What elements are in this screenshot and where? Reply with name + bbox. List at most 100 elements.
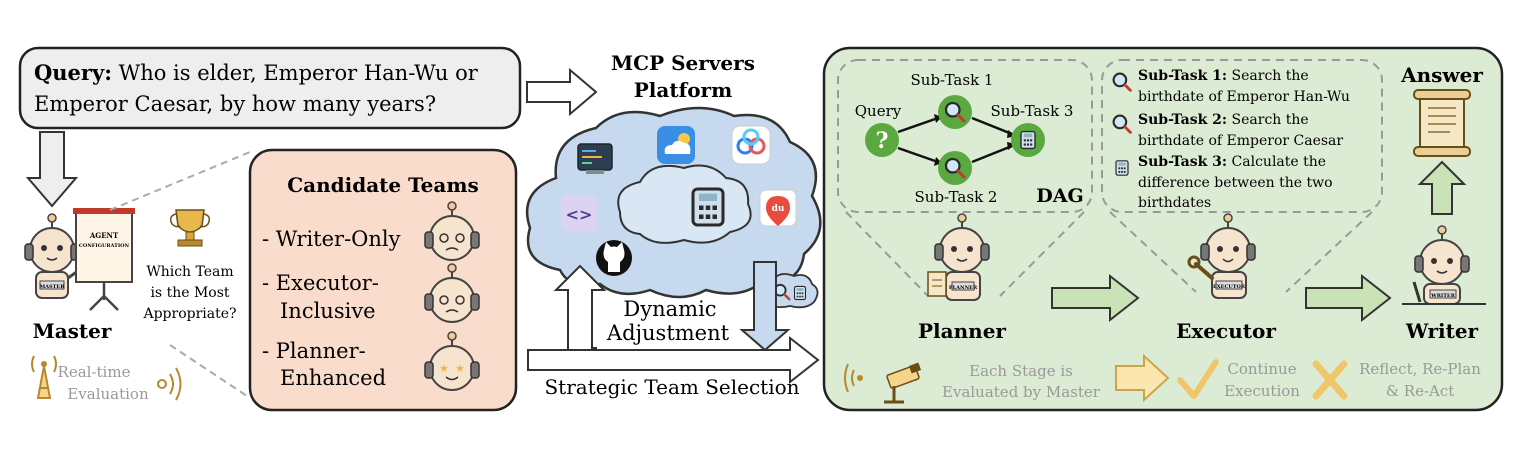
candidate-teams-title: Candidate Teams (287, 173, 479, 197)
subtask-3-label: Sub-Task 3: (1138, 154, 1227, 170)
dag-st3-node (1011, 123, 1045, 157)
master-label: Master (33, 319, 112, 343)
code-brackets-icon: <> (561, 195, 597, 231)
team-writer-only: - Writer-Only (262, 227, 401, 251)
master-question-1: Which Team (146, 264, 233, 280)
subtask-3-line-2: difference between the two (1138, 175, 1333, 191)
signal-tower-icon (31, 355, 57, 399)
sad-robot-icon (424, 263, 480, 323)
subtask-3-line-1: Sub-Task 3: Calculate the (1138, 154, 1326, 170)
dash-dag-left (845, 211, 929, 297)
query-text-1: Who is elder, Emperor Han-Wu or (112, 61, 479, 85)
code-editor-icon (577, 143, 613, 174)
footer-eval-1: Each Stage is (969, 362, 1073, 380)
dag-box (837, 59, 1093, 213)
scroll-icon (1413, 89, 1471, 157)
link-app-icon (731, 125, 771, 165)
subtask-1-text: Search the (1227, 68, 1309, 84)
query-box (18, 46, 522, 130)
down-arrow-from-mcp (739, 261, 791, 352)
query-label: Query: (34, 60, 112, 85)
svg-text:★: ★ (439, 362, 449, 375)
weather-icon (657, 126, 695, 164)
query-line-1: Query: Who is elder, Emperor Han-Wu or (34, 60, 479, 85)
subtask-3-line-3: birthdates (1138, 195, 1211, 211)
dag-st1-label: Sub-Task 1 (911, 71, 994, 89)
check-icon (1177, 359, 1219, 399)
writer-to-answer-arrow (1417, 160, 1467, 215)
master-eval-1: Real-time (58, 363, 131, 381)
subtask-3-text: Calculate the (1227, 154, 1326, 170)
subtasks-box (1101, 59, 1383, 213)
board-line-2: CONFIGURATION (79, 243, 130, 249)
query-down-arrow (25, 131, 79, 208)
planner-label: Planner (918, 319, 1006, 343)
agent-config-board: AGENT CONFIGURATION (73, 208, 135, 311)
calculator-icon (691, 187, 725, 227)
star-eyes-robot-icon: ★ ★ (424, 331, 480, 391)
subtask-1-line-1: Sub-Task 1: Search the (1138, 68, 1309, 84)
dag-query-label: Query (855, 102, 902, 120)
dag-st1-node (938, 95, 972, 129)
dash-dag-right (999, 211, 1085, 297)
footer-eval-2: Evaluated by Master (942, 383, 1101, 401)
svg-text:★: ★ (455, 362, 465, 375)
dash-master-bottom (169, 344, 251, 399)
footer-reflect-1: Reflect, Re-Plan (1359, 360, 1481, 378)
master-question-3: Appropriate? (142, 306, 236, 322)
writer-robot: WRITER (1402, 225, 1486, 305)
executor-label: Executor (1176, 319, 1276, 343)
board-line-1: AGENT (89, 231, 119, 240)
dag-edge-q-st2 (897, 146, 939, 164)
dag-st3-label: Sub-Task 3 (991, 102, 1074, 120)
subtask-2-line-2: birthdate of Emperor Caesar (1138, 133, 1343, 149)
footer-reflect-2: & Re-Act (1386, 382, 1455, 400)
footer-signal-icon (844, 363, 863, 393)
candidate-teams-panel (248, 148, 518, 412)
camera-icon (884, 362, 922, 404)
executor-to-writer-arrow (1305, 273, 1392, 323)
team-executor-line-1: - Executor- (262, 271, 379, 295)
dag-st2-node (938, 151, 972, 185)
dag-edge-st1-st3 (971, 116, 1013, 136)
master-question-2: is the Most (150, 285, 229, 301)
subtask-3-calculator-icon (1115, 160, 1129, 176)
query-line-2: Emperor Caesar, by how many years? (34, 92, 436, 116)
master-eval-2: Evaluation (67, 385, 149, 403)
master-badge: MASTER (40, 284, 66, 290)
signal-waves-icon (157, 367, 182, 401)
dag-label: DAG (1036, 185, 1083, 207)
team-planner-line-1: - Planner- (262, 339, 366, 363)
cross-icon (1312, 360, 1348, 400)
github-icon (596, 240, 632, 276)
writer-label: Writer (1405, 319, 1479, 343)
team-executor-line-2: Inclusive (280, 299, 376, 323)
mcp-title-2: Platform (634, 78, 732, 102)
map-du-label: du (772, 204, 785, 214)
dash-master-top (109, 151, 251, 211)
svg-text:<>: <> (566, 205, 593, 224)
dizzy-robot-icon (424, 201, 480, 261)
subtask-1-label: Sub-Task 1: (1138, 68, 1227, 84)
dynamic-line-1: Dynamic (623, 297, 716, 321)
strategic-arrow (527, 335, 820, 385)
query-to-mcp-arrow (526, 67, 598, 117)
answer-label: Answer (1400, 63, 1483, 87)
dash-sub-right (1285, 211, 1373, 293)
dag-query-node: ? (865, 123, 899, 157)
mcp-title-1: MCP Servers (611, 51, 755, 75)
writer-badge: WRITER (1430, 293, 1456, 299)
trophy-icon (169, 209, 211, 247)
dynamic-line-2: Adjustment (606, 321, 730, 345)
dag-st2-label: Sub-Task 2 (915, 188, 998, 206)
planner-to-executor-arrow (1051, 273, 1140, 323)
strategic-label: Strategic Team Selection (544, 375, 799, 399)
dag-edge-q-st1 (897, 116, 939, 134)
dash-sub-left (1109, 211, 1197, 293)
footer-yellow-arrow (1115, 353, 1170, 403)
executor-robot: EXECUTOR (1187, 213, 1256, 299)
planner-robot: PLANNER (927, 213, 990, 301)
subtask-1-line-2: birthdate of Emperor Han-Wu (1138, 89, 1350, 105)
footer-continue-2: Execution (1224, 382, 1300, 400)
